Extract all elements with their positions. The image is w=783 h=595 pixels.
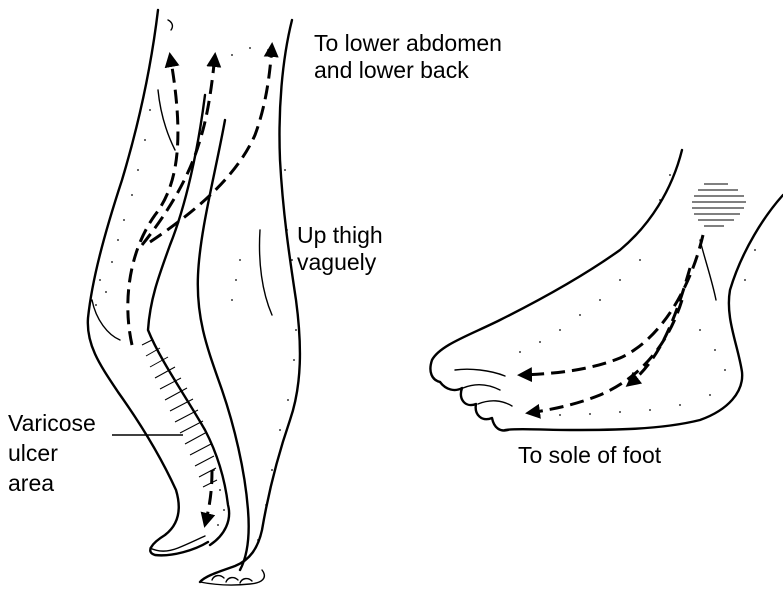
foot-stipple [519, 174, 756, 416]
foot-toe-line-2 [463, 385, 500, 390]
right-leg-inner [198, 120, 249, 570]
left-leg-outline [88, 10, 208, 555]
label-sole-of-foot: To sole of foot [518, 442, 661, 469]
varicose-hatch [142, 340, 217, 487]
label-lower-abdomen-line-1: To lower abdomen [314, 30, 502, 57]
foot-illustration [430, 150, 783, 431]
label-up-thigh-line-2: vaguely [297, 249, 383, 276]
foot-toe-crease [455, 369, 505, 376]
label-up-thigh: Up thigh vaguely [297, 222, 383, 276]
foot-toe-line-3 [478, 401, 512, 406]
label-up-thigh-line-1: Up thigh [297, 222, 383, 249]
label-lower-abdomen-line-2: and lower back [314, 57, 502, 84]
label-lower-abdomen: To lower abdomen and lower back [314, 30, 502, 84]
right-leg-outline [200, 20, 300, 582]
label-varicose-ulcer: Varicose ulcer area [8, 408, 96, 498]
label-varicose-line-3: area [8, 468, 96, 498]
ankle-hatch [692, 184, 746, 226]
foot-back-outline [505, 195, 783, 430]
right-toe-lines [212, 576, 252, 583]
ankle-line [700, 240, 716, 300]
label-varicose-line-1: Varicose [8, 408, 96, 438]
legs-stipple [95, 47, 297, 541]
label-varicose-line-2: ulcer [8, 438, 96, 468]
arrow-down-ankle [205, 470, 212, 525]
right-knee [260, 230, 273, 315]
legs-illustration [88, 10, 300, 585]
arrow-to-lower-abdomen [150, 45, 272, 242]
foot-top-outline [430, 150, 682, 382]
hip-line [158, 90, 175, 150]
left-knee [92, 300, 120, 340]
hip-mark [168, 20, 172, 30]
arrow-foot-sole [528, 300, 682, 413]
arrow-foot-middle [628, 268, 690, 385]
